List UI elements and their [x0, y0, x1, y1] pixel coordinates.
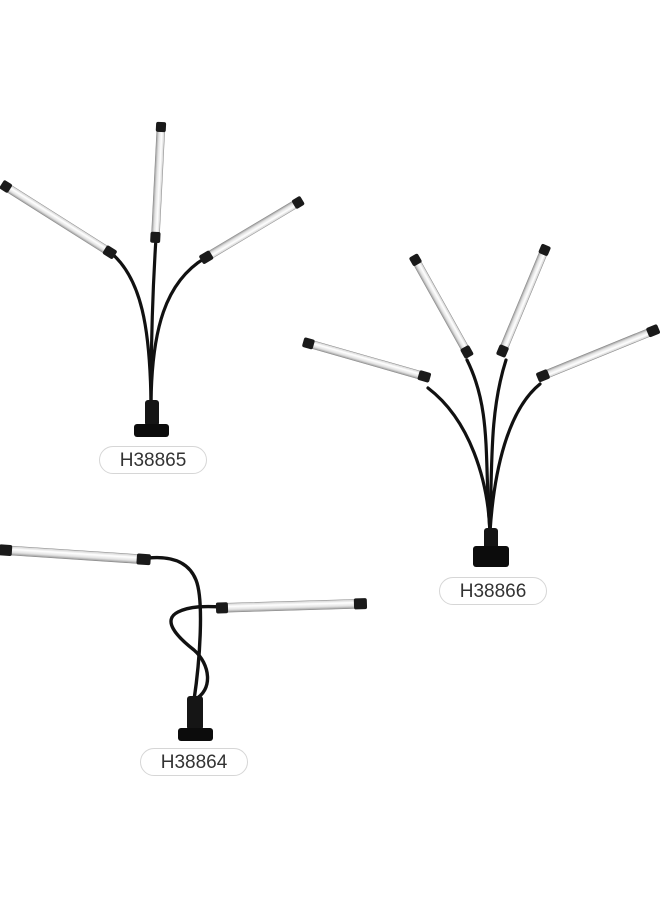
- lamp-h38866-tube-inner-left: [409, 253, 474, 359]
- lamp-h38865-gooseneck: [108, 236, 207, 404]
- lamp-h38865-tube-right: [199, 196, 305, 264]
- lamp-h38864-gooseneck: [146, 555, 224, 702]
- lamp-h38866: [302, 244, 660, 567]
- lamp-h38865-tube-center: [150, 121, 167, 244]
- model-label-h38865: H38865: [99, 446, 207, 474]
- lamp-h38866-clip: [473, 528, 509, 567]
- model-label-h38864: H38864: [140, 748, 248, 776]
- model-label-h38866: H38866: [439, 577, 547, 605]
- lamp-h38866-tube-inner-right: [496, 244, 551, 358]
- lamp-h38866-tube-far-right: [536, 324, 660, 383]
- lamp-h38864: [0, 544, 368, 741]
- lamp-h38864-clip: [178, 696, 213, 741]
- lamp-h38864-tube-upper: [0, 544, 151, 566]
- lamp-h38864-tube-lower: [215, 598, 368, 614]
- lamp-h38865: [0, 121, 305, 437]
- lamp-h38865-tube-left: [0, 180, 117, 259]
- lamp-h38865-clip: [134, 400, 169, 437]
- lamp-h38866-tube-far-left: [302, 337, 432, 383]
- lamp-h38866-gooseneck: [426, 358, 542, 534]
